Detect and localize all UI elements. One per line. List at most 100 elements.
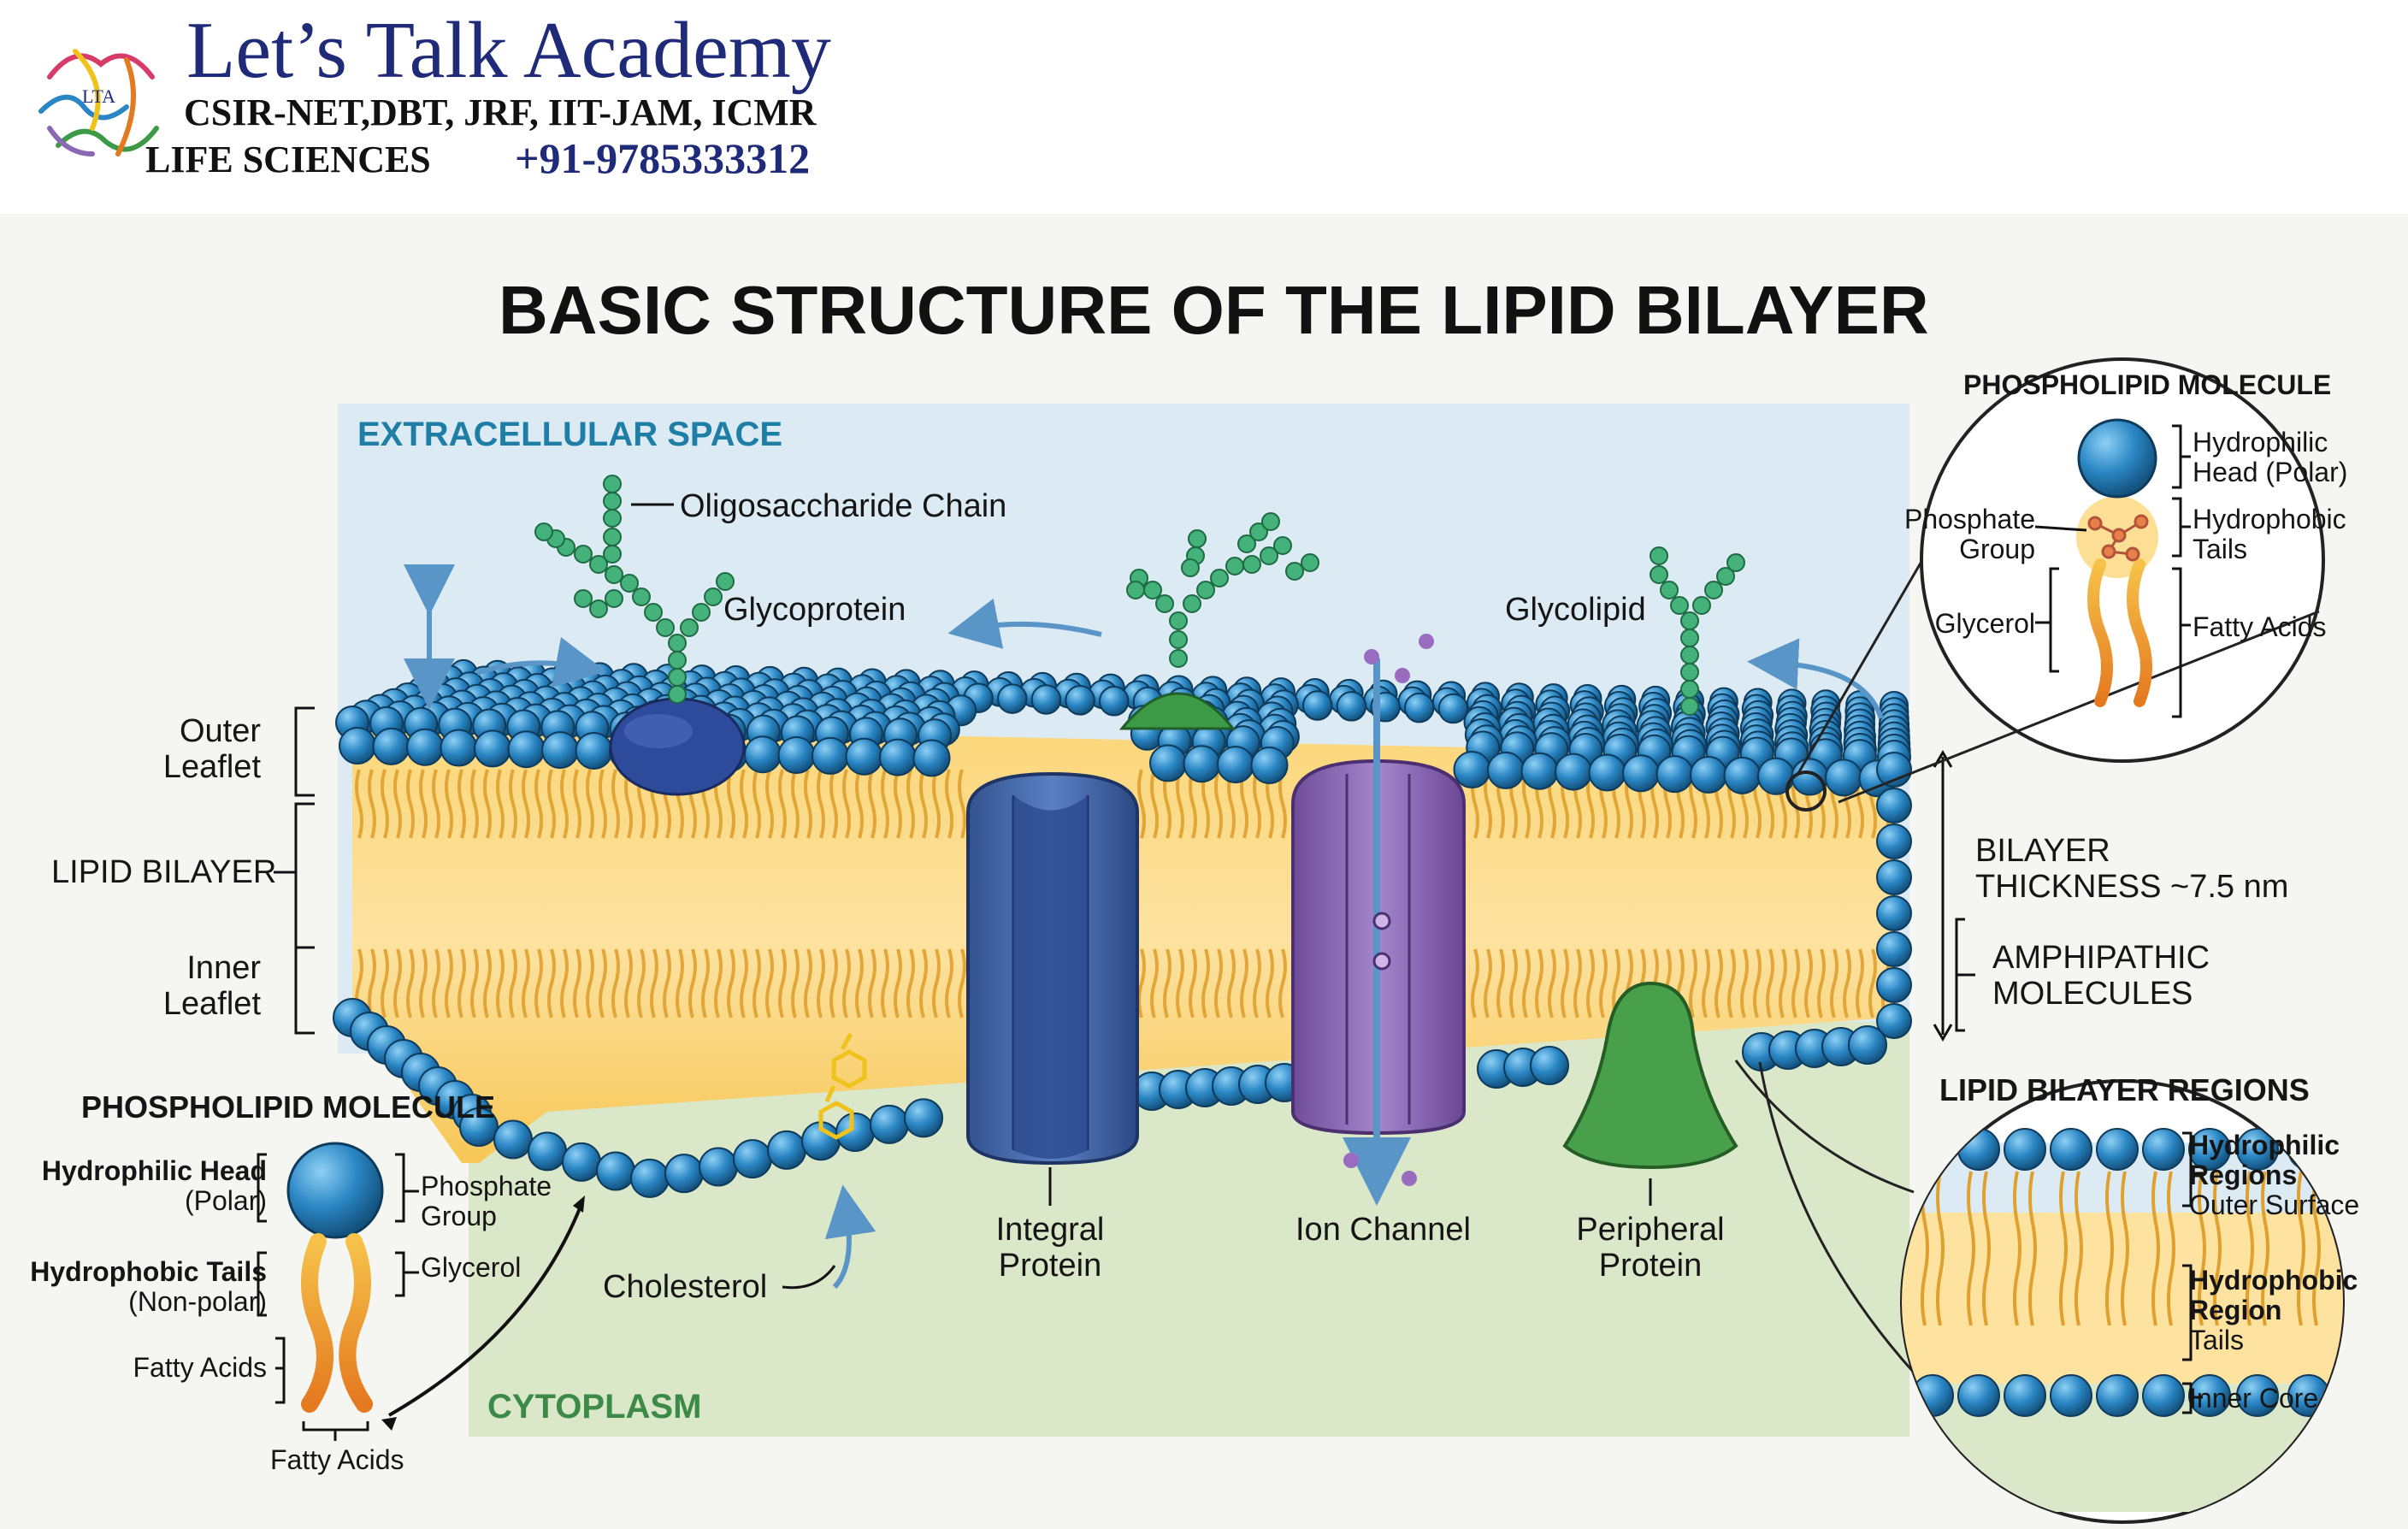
- phospholipid-head: [507, 730, 546, 769]
- fatty-acid-tail: [855, 769, 864, 1018]
- sugar-residue: [1650, 546, 1668, 565]
- sugar-residue: [1680, 629, 1699, 647]
- sugar-residue: [1181, 558, 1200, 577]
- left-hydrophobic-tails: Hydrophobic Tails (Non-polar): [26, 1256, 267, 1317]
- fatty-acid-tail: [432, 769, 440, 1018]
- phospholipid-head: [1217, 746, 1254, 784]
- left-phosphate-line-1: Phosphate: [421, 1171, 552, 1201]
- phospholipid-head: [1065, 685, 1095, 716]
- fatty-acid-tail: [842, 769, 851, 1018]
- inner-leaflet-line-2: Leaflet: [162, 985, 261, 1022]
- tr-phosphate-line-1: Phosphate: [1903, 504, 2035, 534]
- phospholipid-head: [1957, 1128, 2000, 1171]
- fatty-acid-tail: [2312, 1171, 2321, 1326]
- phospholipid-head: [1876, 788, 1912, 824]
- br-outer-surface: Outer Surface: [2189, 1190, 2360, 1221]
- phospholipid-head: [2096, 1374, 2139, 1417]
- phospholipid-head: [879, 738, 917, 776]
- phospholipid-head: [1250, 746, 1289, 784]
- phospholipid-head: [2142, 1128, 2185, 1171]
- outer-leaflet-label: Outer Leaflet: [128, 713, 261, 786]
- sugar-residue: [1285, 562, 1304, 581]
- fatty-acid-tail: [2028, 1171, 2037, 1326]
- br-hydrophilic: Hydrophilic Regions Outer Surface: [2189, 1130, 2360, 1221]
- left-hydrophilic-head-text: Hydrophilic Head: [41, 1155, 267, 1186]
- phospholipid-head: [372, 727, 410, 765]
- sugar-residue: [603, 509, 622, 528]
- sugar-residue: [1210, 569, 1229, 587]
- sugar-residue: [1196, 581, 1215, 599]
- sugar-residue: [1670, 596, 1689, 615]
- brand-subject: LIFE SCIENCES: [145, 139, 431, 180]
- sugar-residue: [603, 528, 622, 546]
- peripheral-protein-line-1: Peripheral: [1576, 1212, 1725, 1248]
- fatty-acid-tail: [804, 769, 812, 1018]
- sugar-residue: [1225, 557, 1244, 576]
- peripheral-protein-label: Peripheral Protein: [1556, 1212, 1744, 1284]
- sugar-residue: [668, 651, 687, 670]
- fatty-acid-tail: [599, 769, 607, 1018]
- phospholipid-head: [2142, 1374, 2185, 1417]
- sugar-residue: [1301, 553, 1319, 572]
- amphipathic-line-1: AMPHIPATHIC: [1992, 940, 2210, 976]
- phospholipid-head: [1876, 931, 1912, 967]
- tr-hydrophobic-line-1: Hydrophobic: [2193, 504, 2346, 534]
- phospholipid-head: [845, 737, 883, 776]
- sugar-residue: [1680, 611, 1699, 630]
- phospholipid-head: [1622, 754, 1660, 793]
- phospholipid-head: [733, 1139, 772, 1179]
- sugar-residue: [1188, 529, 1207, 548]
- phospholipid-head: [767, 1130, 806, 1170]
- sugar-residue: [1143, 581, 1162, 599]
- oligosaccharide-chains: [534, 475, 1745, 716]
- phospholipid-head: [777, 736, 816, 775]
- sugar-residue: [603, 475, 622, 493]
- phospholipid-head: [2004, 1128, 2046, 1171]
- phospholipid-head: [1588, 753, 1626, 792]
- tr-glycerol: Glycerol: [1934, 608, 2035, 639]
- phospholipid-head: [1030, 684, 1062, 715]
- tr-hydrophilic-line-1: Hydrophilic: [2193, 427, 2328, 458]
- fatty-acid-tail: [829, 769, 838, 1018]
- inner-leaflet-heads: [333, 998, 1887, 1198]
- left-glycerol: Glycerol: [421, 1252, 522, 1283]
- fatty-acid-tail: [958, 769, 966, 1018]
- inner-leaflet-label: Inner Leaflet: [128, 950, 261, 1023]
- sugar-residue: [1237, 534, 1256, 553]
- phospholipid-head: [1876, 752, 1912, 788]
- fatty-acid-tail: [1137, 769, 1146, 1018]
- bilayer-thickness-line-1: BILAYER: [1975, 833, 2110, 869]
- sugar-residue: [632, 587, 651, 606]
- fatty-acid-tail: [945, 769, 953, 1018]
- oligosaccharide-label: Oligosaccharide Chain: [680, 488, 1007, 524]
- left-phosphate-line-2: Group: [421, 1201, 497, 1232]
- fatty-acid-tail: [791, 769, 800, 1018]
- fatty-acid-tail: [1176, 769, 1184, 1018]
- fatty-acid-tail: [2121, 1171, 2129, 1326]
- sugar-residue: [644, 603, 663, 622]
- fatty-acid-tail: [906, 769, 915, 1018]
- phospholipid-head: [1453, 751, 1491, 789]
- sugar-residue: [1680, 663, 1699, 682]
- phospholipid-head: [912, 739, 951, 777]
- phospholipid-head: [812, 736, 849, 775]
- phospholipid-head: [2050, 1128, 2092, 1171]
- fatty-acid-tail: [919, 769, 928, 1018]
- phospholipid-head: [1876, 967, 1912, 1003]
- extracellular-label: EXTRACELLULAR SPACE: [357, 416, 783, 453]
- left-hydrophobic-tails-text: Hydrophobic Tails: [30, 1256, 267, 1287]
- phospholipid-head: [2188, 1128, 2231, 1171]
- phospholipid-head: [2236, 1374, 2279, 1417]
- fatty-acid-tail: [470, 769, 479, 1018]
- br-hydrophilic-line-1: Hydrophilic: [2189, 1130, 2340, 1160]
- phospholipid-head: [1656, 755, 1694, 794]
- sugar-residue: [668, 634, 687, 652]
- phospholipid-head: [1825, 759, 1862, 797]
- fatty-acid-tail: [1982, 1171, 1991, 1326]
- phospholipid-head: [1437, 693, 1469, 724]
- fatty-acid-tail: [509, 769, 517, 1018]
- cholesterol: [818, 1032, 867, 1140]
- sugar-residue: [1680, 680, 1699, 699]
- phospholipid-head: [1876, 1003, 1912, 1039]
